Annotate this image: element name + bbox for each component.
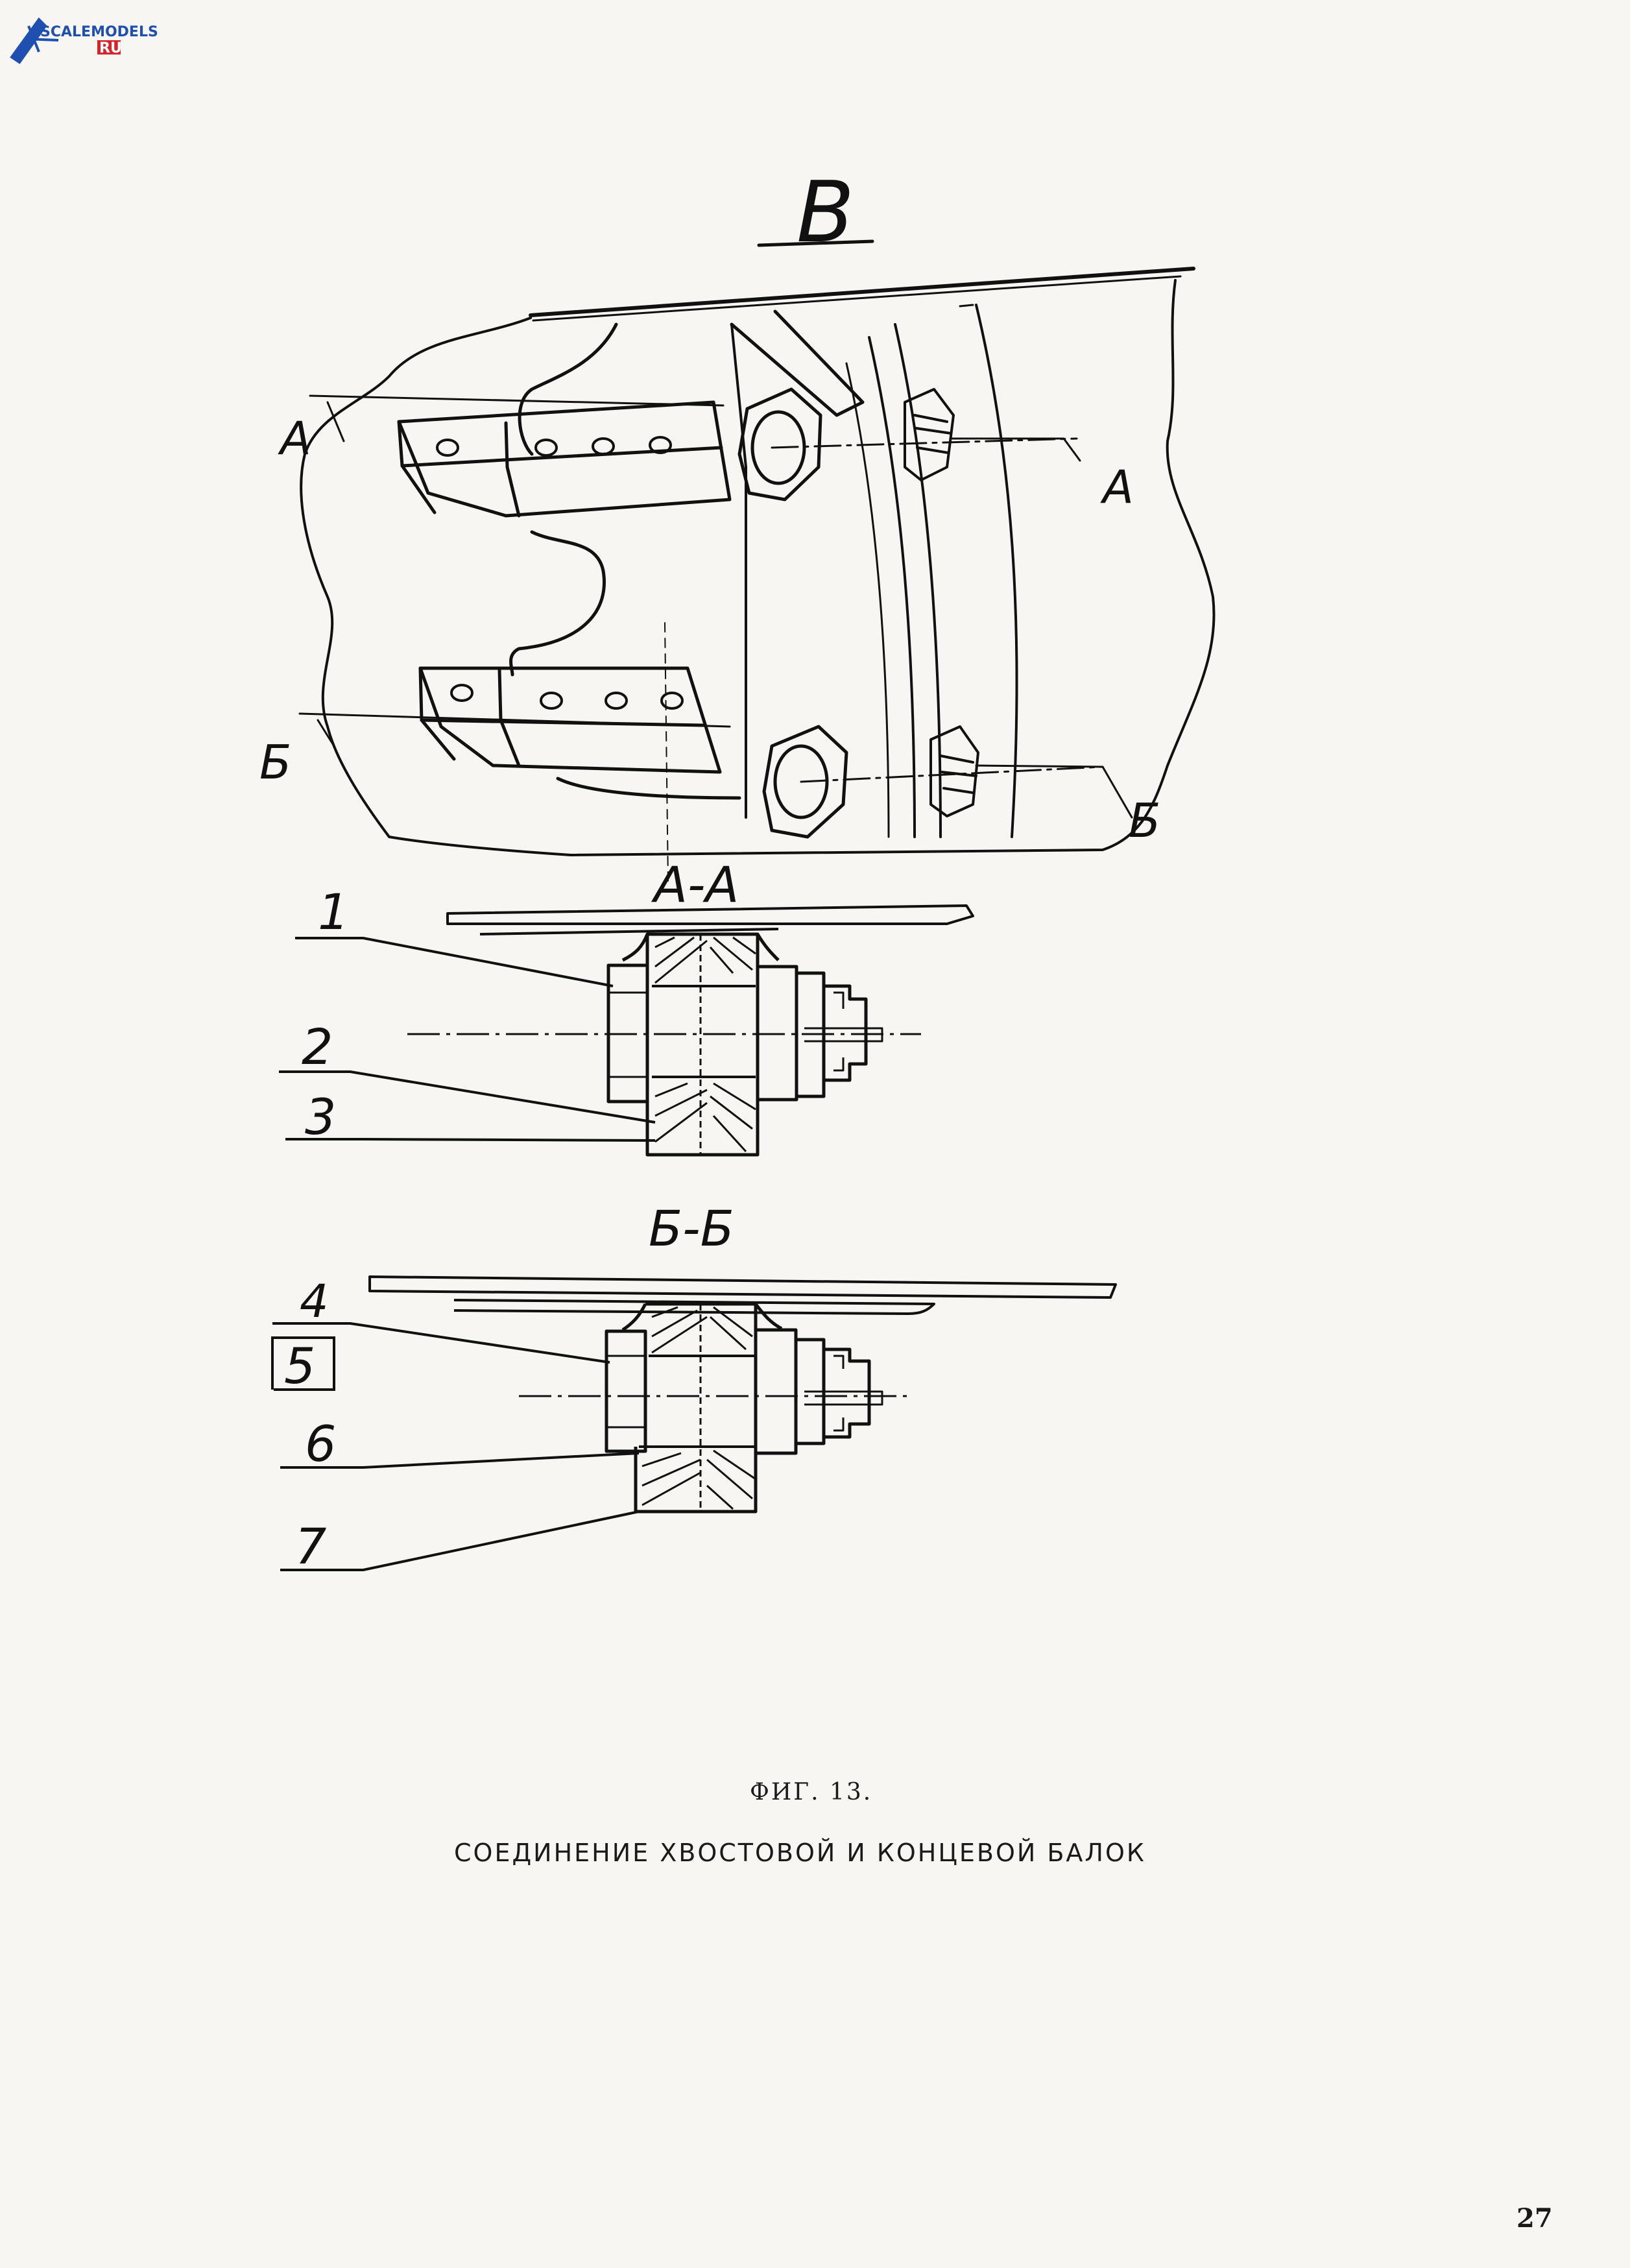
- section-line-a-right: [949, 437, 1081, 462]
- bb-left-nut: [605, 1329, 647, 1453]
- view-v: В: [298, 163, 1216, 883]
- marker-a-right: А: [1100, 461, 1134, 514]
- section-bb: [368, 1275, 1117, 1514]
- marker-b-left: Б: [259, 735, 291, 790]
- logo-ru-badge: [97, 40, 121, 54]
- upper-hex-nut: [737, 387, 822, 501]
- upper-bracket-holes: [436, 436, 672, 457]
- callout-5: 5: [284, 1337, 315, 1395]
- aa-laminated-block: [645, 932, 760, 1157]
- page-number: 27: [1516, 2203, 1553, 2234]
- section-bb-title: Б-Б: [649, 1200, 734, 1257]
- logo-plane-icon: [10, 17, 59, 64]
- section-line-b-right: [975, 764, 1133, 819]
- logo-site-text: SCALEMODELS: [40, 24, 158, 40]
- aa-castle-nut: [824, 984, 868, 1082]
- callout-2: 2: [302, 1018, 333, 1076]
- section-line-b-left: [298, 712, 731, 728]
- upper-angle-bracket: [397, 400, 732, 518]
- callout-1: 1: [318, 883, 349, 941]
- section-aa: [407, 904, 974, 1157]
- logo-site-suffix: RU: [99, 40, 122, 56]
- figure-title: СОЕДИНЕНИЕ ХВОСТОВОЙ И КОНЦЕВОЙ БАЛОК: [454, 1839, 1146, 1867]
- lower-bolt-axis: [800, 766, 1104, 783]
- marker-a-left: А: [278, 412, 311, 465]
- section-aa-title: А-А: [651, 856, 739, 913]
- lower-hex-nut: [762, 725, 848, 839]
- callout-4: 4: [300, 1275, 329, 1328]
- view-letter-underline: [757, 239, 874, 247]
- section-line-a-left: [309, 394, 725, 407]
- callout-3: 3: [305, 1088, 336, 1146]
- marker-b-right: Б: [1129, 793, 1160, 848]
- bb-laminated-block: [634, 1302, 758, 1514]
- figure-number: ФИГ. 13.: [750, 1779, 873, 1805]
- lower-bracket-holes: [450, 684, 684, 710]
- breakout-outline: [300, 279, 1216, 856]
- view-letter: В: [797, 163, 854, 261]
- upper-castle-nut: [904, 388, 955, 481]
- upper-bolt-axis: [771, 437, 1078, 449]
- callout-7: 7: [295, 1517, 326, 1575]
- bb-right-washer: [754, 1328, 798, 1455]
- lower-castle-nut: [929, 725, 979, 817]
- callout-leaders: [271, 937, 656, 1571]
- callout-6: 6: [305, 1415, 336, 1473]
- bb-castle-nut: [824, 1347, 871, 1439]
- scalemodels-logo: SCALEMODELS RU: [10, 17, 158, 64]
